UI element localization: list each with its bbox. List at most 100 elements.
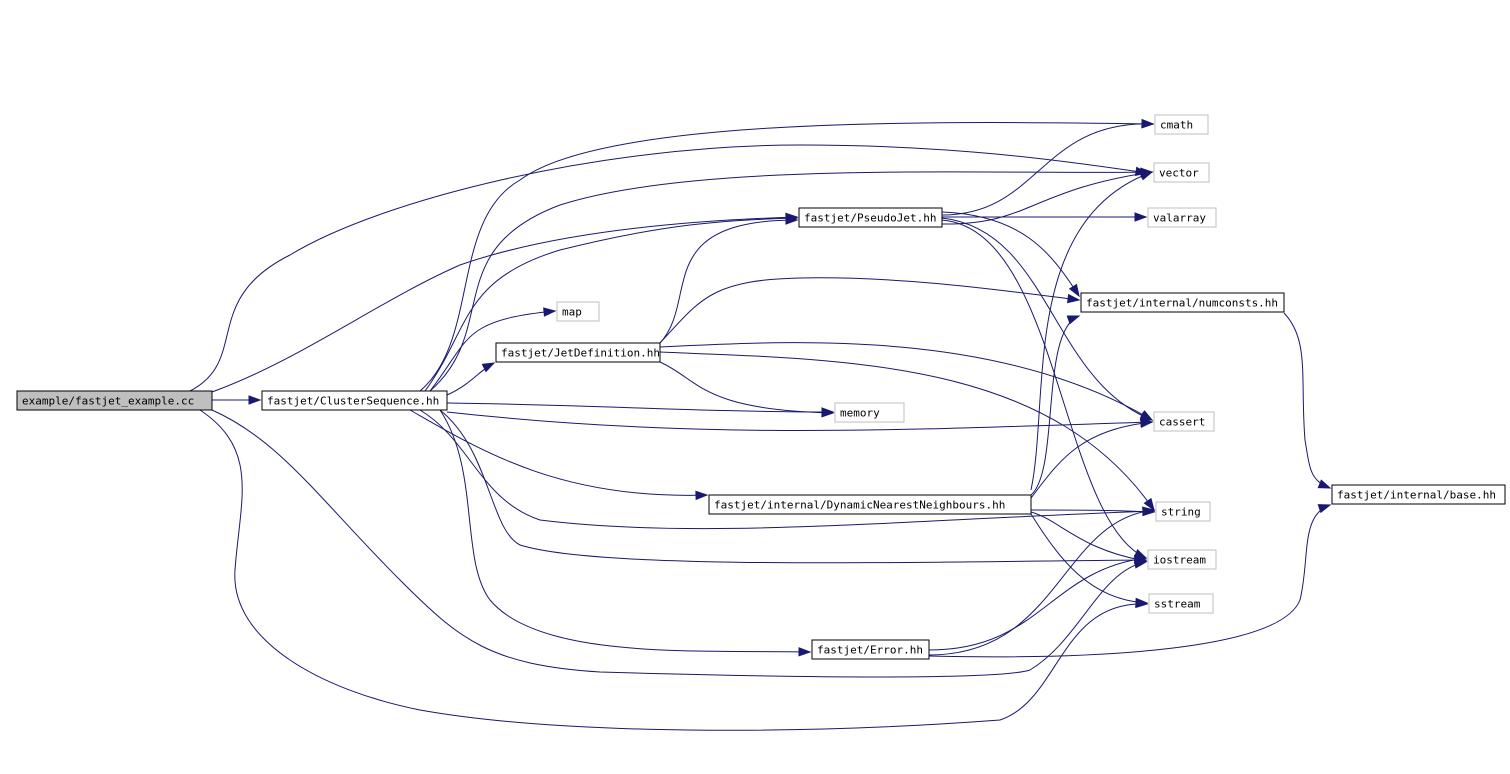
node-box (834, 402, 905, 423)
node-box (1147, 207, 1217, 228)
edge-ClusterSequence-to-DynamicNearestNeighbours (409, 409, 709, 501)
node-Error[interactable]: fastjet/Error.hh (811, 639, 930, 660)
edge-line (199, 409, 1148, 731)
arrowhead-icon (1068, 283, 1080, 298)
edge-DynamicNearestNeighbours-to-cassert (1030, 418, 1154, 499)
node-PseudoJet[interactable]: fastjet/PseudoJet.hh (798, 207, 943, 228)
edge-line (429, 310, 556, 392)
node-string[interactable]: string (1155, 501, 1211, 522)
node-iostream[interactable]: iostream (1147, 549, 1217, 570)
edge-line (659, 361, 834, 414)
edge-JetDefinition-to-numconsts (659, 277, 1081, 344)
node-label: map (562, 306, 582, 319)
edge-line (659, 277, 1080, 344)
edge-line (409, 409, 708, 496)
node-memory[interactable]: memory (834, 402, 905, 423)
node-label: fastjet/Error.hh (817, 644, 923, 657)
edge-line (1030, 513, 1148, 604)
node-label: fastjet/PseudoJet.hh (804, 212, 936, 225)
edge-PseudoJet-to-cmath (941, 118, 1155, 216)
edge-JetDefinition-to-string (659, 351, 1155, 512)
edge-line (1030, 171, 1153, 491)
node-cassert[interactable]: cassert (1153, 411, 1215, 432)
edge-line (446, 411, 1153, 431)
arrowhead-icon (1139, 171, 1154, 181)
node-box (1153, 162, 1210, 183)
edge-line (659, 219, 798, 344)
edge-line (659, 342, 1153, 421)
edge-Error-to-iostream (928, 554, 1148, 651)
edge-DynamicNearestNeighbours-to-sstream (1030, 513, 1149, 608)
edge-ClusterSequence-to-JetDefinition (446, 362, 496, 396)
edge-line (429, 171, 1153, 392)
node-valarray[interactable]: valarray (1147, 207, 1217, 228)
arrowhead-icon (1135, 597, 1149, 608)
node-label: iostream (1153, 554, 1206, 567)
edge-line (928, 557, 1147, 651)
node-base[interactable]: fastjet/internal/base.hh (1331, 484, 1506, 505)
edge-line (1030, 315, 1080, 496)
edge-JetDefinition-to-PseudoJet (659, 215, 799, 344)
node-box (1155, 501, 1211, 522)
arrowhead-icon (1141, 118, 1155, 129)
node-box (556, 301, 600, 322)
node-sstream[interactable]: sstream (1148, 593, 1214, 614)
edge-line (211, 216, 798, 393)
node-DynamicNearestNeighbours[interactable]: fastjet/internal/DynamicNearestNeighbour… (708, 494, 1032, 515)
edge-numconsts-to-base (1283, 312, 1332, 489)
edge-line (928, 509, 1155, 656)
edge-DynamicNearestNeighbours-to-vector (1030, 171, 1154, 491)
edge-line (941, 219, 1147, 559)
node-vector[interactable]: vector (1153, 162, 1210, 183)
node-cmath[interactable]: cmath (1154, 114, 1209, 135)
arrowhead-icon (1066, 293, 1081, 304)
edge-ClusterSequence-to-Error (439, 409, 812, 657)
edge-JetDefinition-to-cassert (659, 342, 1154, 421)
node-label: example/fastjet_example.cc (22, 395, 194, 408)
node-box (1154, 114, 1209, 135)
node-label: sstream (1154, 598, 1201, 611)
node-box (1153, 411, 1215, 432)
arrowhead-icon (785, 215, 799, 225)
arrowhead-icon (481, 362, 496, 373)
node-box (798, 207, 943, 228)
edge-line (1030, 511, 1147, 562)
node-label: cmath (1160, 119, 1193, 132)
arrowhead-icon (543, 307, 557, 317)
edge-line (1030, 509, 1155, 513)
node-box (16, 390, 213, 411)
edge-line (446, 402, 834, 413)
node-label: fastjet/internal/numconsts.hh (1086, 297, 1278, 310)
arrowhead-icon (821, 408, 835, 418)
arrowhead-icon (1140, 418, 1154, 428)
edge-line (424, 217, 798, 392)
node-label: vector (1159, 167, 1199, 180)
node-layer: example/fastjet_example.cc fastjet/Cluste… (16, 114, 1506, 660)
node-map[interactable]: map (556, 301, 600, 322)
arrowhead-icon (1139, 410, 1154, 421)
edge-ClusterSequence-to-cassert (446, 411, 1154, 431)
node-ClusterSequence[interactable]: fastjet/ClusterSequence.hh (261, 390, 448, 411)
arrowhead-icon (1317, 479, 1332, 489)
edge-layer (189, 118, 1332, 731)
edge-line (941, 123, 1154, 216)
edge-line (1030, 421, 1153, 499)
node-label: fastjet/internal/base.hh (1337, 489, 1496, 502)
edge-line (211, 409, 1147, 678)
arrowhead-icon (695, 490, 709, 501)
edge-line (419, 122, 1154, 392)
edge-line (1283, 312, 1331, 489)
edge-Error-to-base (928, 504, 1332, 658)
node-JetDefinition[interactable]: fastjet/JetDefinition.hh (495, 342, 661, 363)
edge-line (941, 217, 1153, 421)
arrowhead-icon (1066, 315, 1081, 325)
edge-line (941, 171, 1153, 225)
arrowhead-icon (1143, 497, 1155, 512)
node-numconsts[interactable]: fastjet/internal/numconsts.hh (1080, 292, 1285, 313)
node-fastjet_example[interactable]: example/fastjet_example.cc (16, 390, 213, 411)
edge-ClusterSequence-to-map (429, 307, 557, 392)
edge-ClusterSequence-to-iostream (439, 409, 1148, 565)
node-box (708, 494, 1032, 515)
edge-line (419, 409, 1155, 530)
